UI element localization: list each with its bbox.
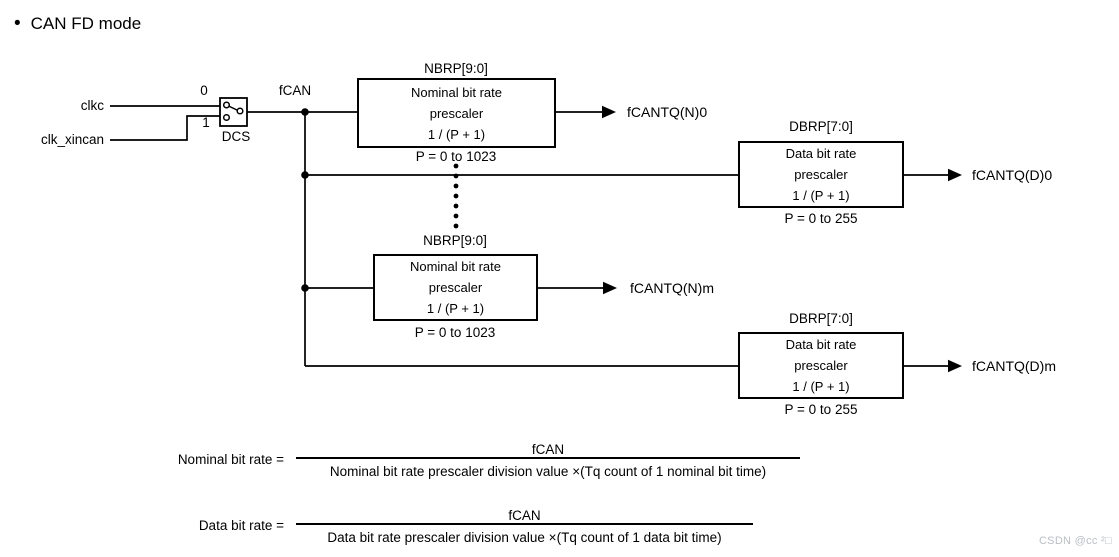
equation-nominal-label: Nominal bit rate = <box>177 452 284 467</box>
equation-nominal-numerator: fCAN <box>531 442 565 457</box>
prescaler-body-nbrp0: Nominal bit rate prescaler 1 / (P + 1) <box>410 84 503 142</box>
arrowhead-n0 <box>602 105 616 119</box>
prescaler-boxes <box>357 78 904 399</box>
arrowheads <box>602 105 962 373</box>
list-bullet-icon: • <box>14 13 21 34</box>
wires <box>110 105 949 367</box>
output-label-fcantq-nm: fCANTQ(N)m <box>630 280 714 296</box>
mux-symbol <box>219 97 248 127</box>
register-label-dbrp0: DBRP[7:0] <box>789 119 853 134</box>
arrowhead-d0 <box>948 168 962 182</box>
mux-select-0-label: 0 <box>200 83 208 98</box>
page-title-row: • CAN FD mode <box>14 13 141 35</box>
output-label-fcantq-n0: fCANTQ(N)0 <box>627 104 708 120</box>
fraction-bars <box>296 457 800 525</box>
register-label-nbrpm: NBRP[9:0] <box>423 233 487 248</box>
page-title: CAN FD mode <box>30 14 142 33</box>
prescaler-box-dbrpm <box>738 332 904 399</box>
prescaler-body-nbrpm: Nominal bit rate prescaler 1 / (P + 1) <box>409 259 502 316</box>
fcan-signal-label: fCAN <box>278 83 312 98</box>
junction-dot <box>301 171 309 179</box>
mux-contact-bottom <box>222 113 231 122</box>
wire-clk-xincan <box>110 115 220 141</box>
mux-contact-top <box>222 101 231 109</box>
csdn-watermark: CSDN @cc ²□ <box>1038 535 1112 547</box>
register-label-nbrp0: NBRP[9:0] <box>424 61 488 76</box>
mux-dcs-label: DCS <box>221 129 251 144</box>
equation-data-label: Data bit rate = <box>198 518 284 533</box>
mux-contact-out <box>236 107 244 115</box>
arrowhead-dm <box>948 359 962 373</box>
prescaler-body-dbrpm: Data bit rate prescaler 1 / (P + 1) <box>785 337 857 394</box>
junction-dots <box>301 108 309 292</box>
junction-dot <box>301 108 309 116</box>
ellipsis-dots <box>453 163 459 229</box>
arrowhead-nm <box>603 281 617 295</box>
output-label-fcantq-dm: fCANTQ(D)m <box>972 358 1056 374</box>
equation-data-denominator: Data bit rate prescaler division value ×… <box>327 530 722 545</box>
range-label-nbrpm: P = 0 to 1023 <box>414 325 496 340</box>
mux-input-clk-xincan-label: clk_xincan <box>40 132 104 147</box>
junction-dot <box>301 284 309 292</box>
mux-switch-arm <box>228 105 239 112</box>
mux-select-1-label: 1 <box>202 115 210 130</box>
range-label-dbrpm: P = 0 to 255 <box>784 402 858 417</box>
equation-data-numerator: fCAN <box>508 508 541 523</box>
prescaler-box-dbrp0 <box>738 141 904 208</box>
equation-nominal-denominator: Nominal bit rate prescaler division valu… <box>329 464 767 479</box>
register-label-dbrpm: DBRP[7:0] <box>789 311 853 326</box>
prescaler-box-nbrp0 <box>357 78 556 148</box>
output-label-fcantq-d0: fCANTQ(D)0 <box>972 167 1053 183</box>
mux-input-clkc-label: clkc <box>80 98 104 113</box>
range-label-dbrp0: P = 0 to 255 <box>784 211 858 226</box>
prescaler-body-dbrp0: Data bit rate prescaler 1 / (P + 1) <box>785 146 857 203</box>
prescaler-box-nbrpm <box>373 254 538 321</box>
range-label-nbrp0: P = 0 to 1023 <box>415 149 497 164</box>
